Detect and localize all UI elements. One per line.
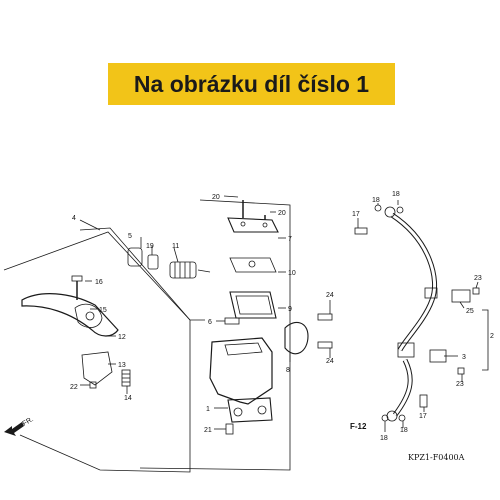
- callout-23a: 23: [474, 275, 482, 282]
- callout-17a: 17: [352, 211, 360, 218]
- callout-10: 10: [288, 270, 296, 277]
- bolt-23a: [472, 287, 480, 295]
- reference-label: F-12: [350, 422, 367, 431]
- front-direction-arrow: [4, 422, 24, 436]
- callout-3: 3: [462, 354, 466, 361]
- banjo-fitting-top: [384, 206, 396, 218]
- callout-18d: 18: [400, 427, 408, 434]
- callout-18b: 18: [392, 191, 400, 198]
- master-cylinder-body: [209, 337, 273, 405]
- master-cylinder-holder: [284, 321, 309, 355]
- part-number-banner: Na obrázku díl číslo 1: [108, 63, 395, 105]
- callout-11: 11: [172, 243, 179, 250]
- callout-7: 7: [288, 236, 292, 243]
- pivot-bolt-16: [71, 275, 83, 282]
- bolt-24a: [317, 313, 333, 321]
- hose-bracket: [482, 309, 489, 371]
- reservoir-cap: [227, 217, 279, 233]
- callout-2: 2: [490, 333, 494, 340]
- callout-16: 16: [95, 279, 103, 286]
- callout-17b: 17: [419, 413, 427, 420]
- callout-18c: 18: [380, 435, 388, 442]
- callout-1: 1: [206, 406, 210, 413]
- hose-joint: [397, 342, 415, 358]
- drawing-code: KPZ1-F0400A: [408, 453, 465, 462]
- lever-pivot: [74, 303, 103, 328]
- banjo-fitting-bottom: [386, 410, 398, 422]
- callout-12: 12: [118, 334, 126, 341]
- piston-boot: [127, 247, 143, 267]
- callout-6: 6: [208, 319, 212, 326]
- arrow-icon: [4, 422, 24, 436]
- lever-pivot-bolt: [85, 311, 95, 321]
- callout-18a: 18: [372, 197, 380, 204]
- callout-15: 15: [99, 307, 107, 314]
- callout-13: 13: [118, 362, 126, 369]
- callout-20b: 20: [278, 210, 286, 217]
- master-cylinder-clamp: [227, 397, 273, 423]
- callout-25: 25: [466, 308, 474, 315]
- callout-9: 9: [288, 306, 292, 313]
- clamp-bolt-21: [225, 423, 234, 435]
- callout-19: 19: [146, 243, 154, 250]
- callout-23b: 23: [456, 381, 464, 388]
- callout-20a: 20: [212, 194, 220, 201]
- hose-guide-upper: [451, 289, 471, 303]
- lever-group-outline: [3, 231, 191, 473]
- piston-spring: [169, 261, 197, 279]
- callout-21: 21: [204, 427, 212, 434]
- bolt-23b: [457, 367, 465, 375]
- bolt-24b: [317, 341, 333, 349]
- banjo-bolt-17b: [419, 394, 428, 408]
- callout-24b: 24: [326, 358, 334, 365]
- callout-24a: 24: [326, 292, 334, 299]
- diaphragm-plate: [229, 257, 277, 273]
- diaphragm: [229, 291, 277, 319]
- brake-switch: [81, 351, 113, 386]
- callout-8: 8: [286, 367, 290, 374]
- master-cylinder-bracket: [139, 199, 291, 471]
- brake-lever: [21, 293, 119, 337]
- callout-4: 4: [72, 215, 76, 222]
- piston-circlip: [147, 254, 159, 270]
- hose-guide-lower: [429, 349, 447, 363]
- banjo-bolt-17a: [354, 227, 368, 235]
- callout-5: 5: [128, 233, 132, 240]
- callout-22: 22: [70, 384, 78, 391]
- hose-clamp: [424, 287, 438, 299]
- callout-14: 14: [124, 395, 132, 402]
- fr-label: FR.: [22, 416, 35, 428]
- assembly-bracket: [79, 227, 205, 321]
